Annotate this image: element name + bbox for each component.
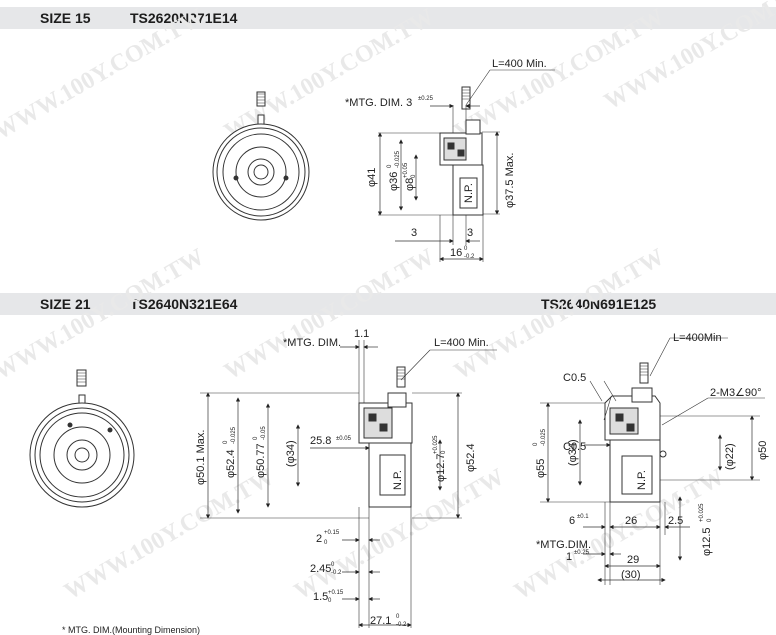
s15-d41: φ41: [366, 168, 378, 187]
s21-d50-77-tol-lower: -0.05: [261, 426, 267, 440]
s21-mtg-dim: *MTG. DIM.: [283, 337, 341, 349]
s15-d8: φ8: [404, 178, 416, 191]
s691-chamfer-bottom: C0.5: [563, 441, 586, 453]
s691-lead-length: L=400Min: [673, 332, 722, 344]
size-15-dimensions: L=400 Min. *MTG. DIM. 3 ±0.25 φ41 φ36 0 …: [345, 58, 547, 260]
watermark-text-5: WWW.100Y.COM.TW: [0, 244, 209, 385]
s15-lead-length: L=400 Min.: [492, 58, 547, 70]
s21-d12-7: φ12.7: [435, 453, 447, 482]
s21-d12-7-tol-upper: +0.025: [433, 435, 439, 454]
s691-nameplate: N.P.: [636, 470, 648, 490]
s21-d50-77: φ50.77: [255, 443, 267, 478]
s21-d52-4a-tol-upper: 0: [223, 440, 229, 444]
s691-d12-5-tol-upper: +0.025: [699, 503, 705, 522]
s21-w2-45-tol-lower: -0.2: [331, 570, 342, 576]
s691-d22: (φ22): [724, 443, 736, 470]
s21-d52-4b: φ52.4: [465, 443, 477, 472]
s691-w1-tol: ±0.25: [574, 550, 590, 556]
s15-d36: φ36: [388, 172, 400, 191]
size-21-front-view: [29, 369, 135, 508]
s21-w2-tol-upper: +0.15: [324, 530, 340, 536]
s15-w3b: 3: [467, 227, 473, 239]
s691-d55: φ55: [535, 459, 547, 478]
s21-w2-45: 2.45: [310, 563, 331, 575]
s21-w2: 2: [316, 533, 322, 545]
ts2640n691e125-side-view: [540, 337, 765, 585]
watermark-layer: WWW.100Y.COM.TW WWW.100Y.COM.TW WWW.100Y…: [0, 0, 776, 605]
s21-d34: (φ34): [285, 440, 297, 467]
s15-w16-tol-lower: -0.2: [464, 254, 475, 260]
section-header-size-21: [0, 293, 776, 315]
size-15-front-view: [212, 91, 310, 221]
watermark-text-2: WWW.100Y.COM.TW: [220, 4, 439, 145]
s15-d37-5-max: φ37.5 Max.: [504, 153, 516, 208]
s21-d12-7-tol-lower: 0: [441, 450, 447, 454]
s21-w25-8: 25.8: [310, 435, 331, 447]
s21-w27-1-tol-upper: 0: [396, 614, 400, 620]
s15-mtg-dim: *MTG. DIM. 3: [345, 97, 412, 109]
s21-w1-5-tol-lower: 0: [328, 598, 332, 604]
s21-w27-1: 27.1: [370, 615, 391, 627]
model-ts2640n321e64-label: TS2640N321E64: [130, 296, 238, 312]
s21-d50-1-max: φ50.1 Max.: [195, 430, 207, 485]
s21-w27-1-tol-lower: -0.2: [396, 622, 407, 628]
size-21-dimensions: *MTG. DIM. 1.1 L=400 Min. φ50.1 Max. φ52…: [195, 328, 489, 628]
s21-w25-8-tol: ±0.05: [336, 436, 352, 442]
s691-w30: (30): [621, 569, 641, 581]
size-15-side-view: [377, 69, 555, 262]
size-15-label: SIZE 15: [40, 10, 91, 26]
s15-w3a: 3: [411, 227, 417, 239]
watermark-text-1: WWW.100Y.COM.TW: [0, 4, 209, 145]
s15-d36-tol-upper: 0: [387, 164, 393, 168]
size-21-label: SIZE 21: [40, 296, 91, 312]
s15-mtg-tol: ±0.25: [418, 96, 434, 102]
s691-w1: 1: [566, 551, 572, 563]
s691-d34: (φ34): [567, 439, 579, 466]
s691-w26: 26: [625, 515, 637, 527]
s15-d8-tol-upper: +0.05: [403, 162, 409, 178]
s691-d50: φ50: [757, 441, 769, 460]
s21-d52-4a: φ52.4: [225, 449, 237, 478]
watermark-text-7: WWW.100Y.COM.TW: [450, 244, 669, 385]
s691-d55-tol-lower: -0.025: [541, 428, 547, 446]
watermark-text-4: WWW.100Y.COM.TW: [600, 0, 776, 115]
s691-w29: 29: [627, 554, 639, 566]
s21-w1-1: 1.1: [354, 328, 369, 340]
watermark-text-6: WWW.100Y.COM.TW: [220, 244, 439, 385]
s691-w2-5: 2.5: [668, 515, 683, 527]
ts2640n691e125-dimensions: L=400Min C0.5 C0.5 2-M3∠90° φ55 0 -0.025…: [533, 332, 769, 581]
size-21-side-view: [200, 340, 497, 628]
s691-d55-tol-upper: 0: [533, 442, 539, 446]
s691-m3-holes: 2-M3∠90°: [710, 387, 762, 399]
s21-nameplate: N.P.: [392, 470, 404, 490]
model-ts2620n271e14-label: TS2620N271E14: [130, 10, 238, 26]
s21-w1-5-tol-upper: +0.15: [328, 590, 344, 596]
s691-chamfer-top: C0.5: [563, 372, 586, 384]
s15-d8-tol-lower: 0: [411, 174, 417, 178]
s691-mtg-dim: *MTG.DIM.: [536, 539, 591, 551]
s21-w2-45-tol-upper: 0: [331, 562, 335, 568]
s691-w6-tol: ±0.1: [577, 514, 589, 520]
s21-d52-4a-tol-lower: -0.025: [231, 426, 237, 444]
section-header-size-15: [0, 7, 776, 29]
s21-w2-tol-lower: 0: [324, 540, 328, 546]
s691-d12-5-tol-lower: 0: [707, 518, 713, 522]
s15-d36-tol-lower: -0.025: [395, 150, 401, 168]
s15-nameplate: N.P.: [463, 183, 475, 203]
s21-w1-5: 1.5: [313, 591, 328, 603]
s21-d50-77-tol-upper: 0: [253, 436, 259, 440]
model-ts2640n691e125-label: TS2640N691E125: [541, 296, 657, 312]
s691-w6: 6: [569, 515, 575, 527]
footnote: * MTG. DIM.(Mounting Dimension): [62, 625, 200, 635]
s691-d12-5: φ12.5: [701, 527, 713, 556]
s21-lead-length: L=400 Min.: [434, 337, 489, 349]
s15-w16-tol-upper: 0: [464, 246, 468, 252]
s15-w16: 16: [450, 247, 462, 259]
